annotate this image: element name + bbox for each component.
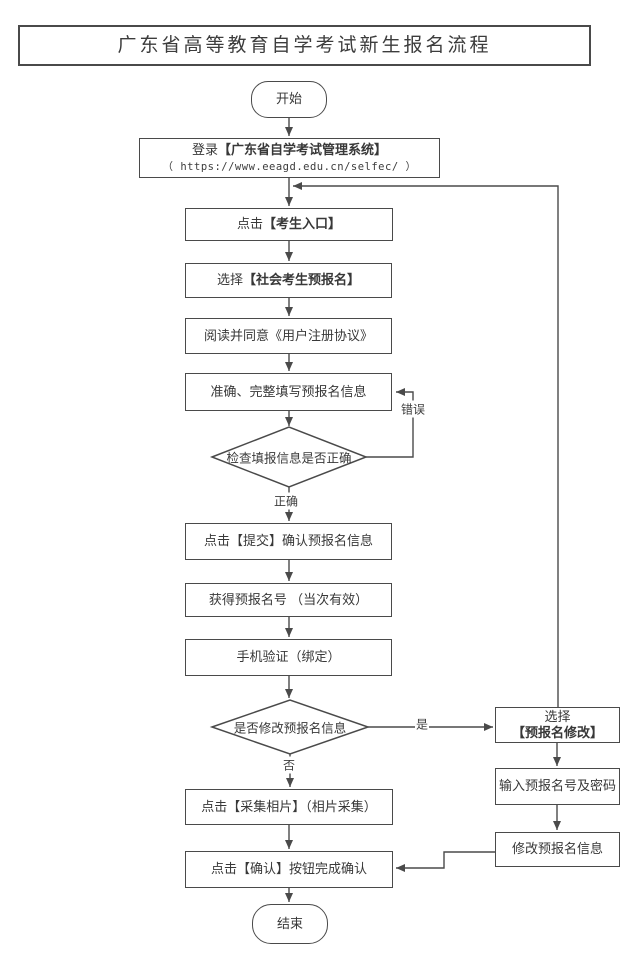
- login-system-name: 【广东省自学考试管理系统】: [218, 142, 388, 158]
- confirm-label: 点击【确认】按钮完成确认: [210, 861, 367, 877]
- login-url: （ https://www.eeagd.edu.cn/selfec/ ）: [162, 160, 417, 173]
- collect-photo-label: 点击【采集相片】（相片采集）: [201, 798, 377, 814]
- input-password-label: 输入预报名号及密码: [498, 778, 616, 794]
- agreement-node: 阅读并同意《用户注册协议》: [185, 318, 392, 354]
- entry-bold: 【考生入口】: [263, 216, 342, 232]
- select-modify-bold: 【预报名修改】: [511, 725, 603, 740]
- modify-info-node: 修改预报名信息: [495, 832, 620, 867]
- end-label: 结束: [276, 915, 303, 931]
- login-system-node: 登录【广东省自学考试管理系统】 （ https://www.eeagd.edu.…: [139, 138, 440, 178]
- connector-selectmodify-merge-to-main: [293, 182, 559, 707]
- select-pre-prefix: 选择: [216, 272, 243, 288]
- fill-info-node: 准确、完整填写预报名信息: [185, 373, 392, 411]
- end-node: 结束: [252, 904, 328, 944]
- title-text: 广东省高等教育自学考试新生报名流程: [117, 34, 492, 56]
- edge-label-yes: 是: [414, 715, 430, 733]
- modify-info-label: 修改预报名信息: [511, 841, 603, 857]
- select-modify-node: 选择 【预报名修改】: [495, 707, 620, 743]
- submit-node: 点击【提交】确认预报名信息: [185, 523, 392, 560]
- obtain-number-node: 获得预报名号 （当次有效）: [185, 583, 392, 617]
- select-pre-label: 选择【社会考生预报名】: [217, 272, 360, 288]
- agreement-label: 阅读并同意《用户注册协议》: [203, 327, 373, 343]
- login-line1: 登录【广东省自学考试管理系统】: [192, 142, 387, 158]
- start-label: 开始: [275, 91, 302, 107]
- modify-question-diamond: [209, 699, 371, 755]
- select-preregistration-node: 选择【社会考生预报名】: [185, 263, 392, 298]
- select-modify-prefix: 选择: [544, 708, 571, 724]
- check-info-diamond: [209, 426, 369, 488]
- entry-prefix: 点击: [236, 216, 263, 232]
- page-title: 广东省高等教育自学考试新生报名流程: [18, 25, 591, 66]
- fill-info-label: 准确、完整填写预报名信息: [210, 383, 367, 399]
- login-prefix: 登录: [191, 142, 218, 158]
- edge-label-no: 否: [281, 756, 297, 774]
- modify-question-label: 是否修改预报名信息: [233, 721, 347, 736]
- edge-label-error: 错误: [399, 400, 427, 418]
- phone-verify-node: 手机验证（绑定）: [185, 639, 392, 676]
- candidate-entry-node: 点击【考生入口】: [185, 208, 393, 241]
- confirm-node: 点击【确认】按钮完成确认: [185, 851, 393, 888]
- edge-label-correct: 正确: [272, 492, 300, 510]
- input-password-node: 输入预报名号及密码: [495, 768, 620, 805]
- phone-verify-label: 手机验证（绑定）: [236, 649, 341, 665]
- select-pre-bold: 【社会考生预报名】: [243, 272, 361, 288]
- connector-modifyinfo-to-confirm: [396, 851, 495, 872]
- obtain-number-label: 获得预报名号 （当次有效）: [208, 591, 369, 607]
- submit-label: 点击【提交】确认预报名信息: [203, 533, 373, 549]
- check-info-label: 检查填报信息是否正确: [226, 451, 352, 466]
- connector-check-error-to-fill: [366, 388, 414, 458]
- start-node: 开始: [251, 81, 327, 118]
- collect-photo-node: 点击【采集相片】（相片采集）: [185, 789, 393, 825]
- entry-label: 点击【考生入口】: [237, 216, 341, 232]
